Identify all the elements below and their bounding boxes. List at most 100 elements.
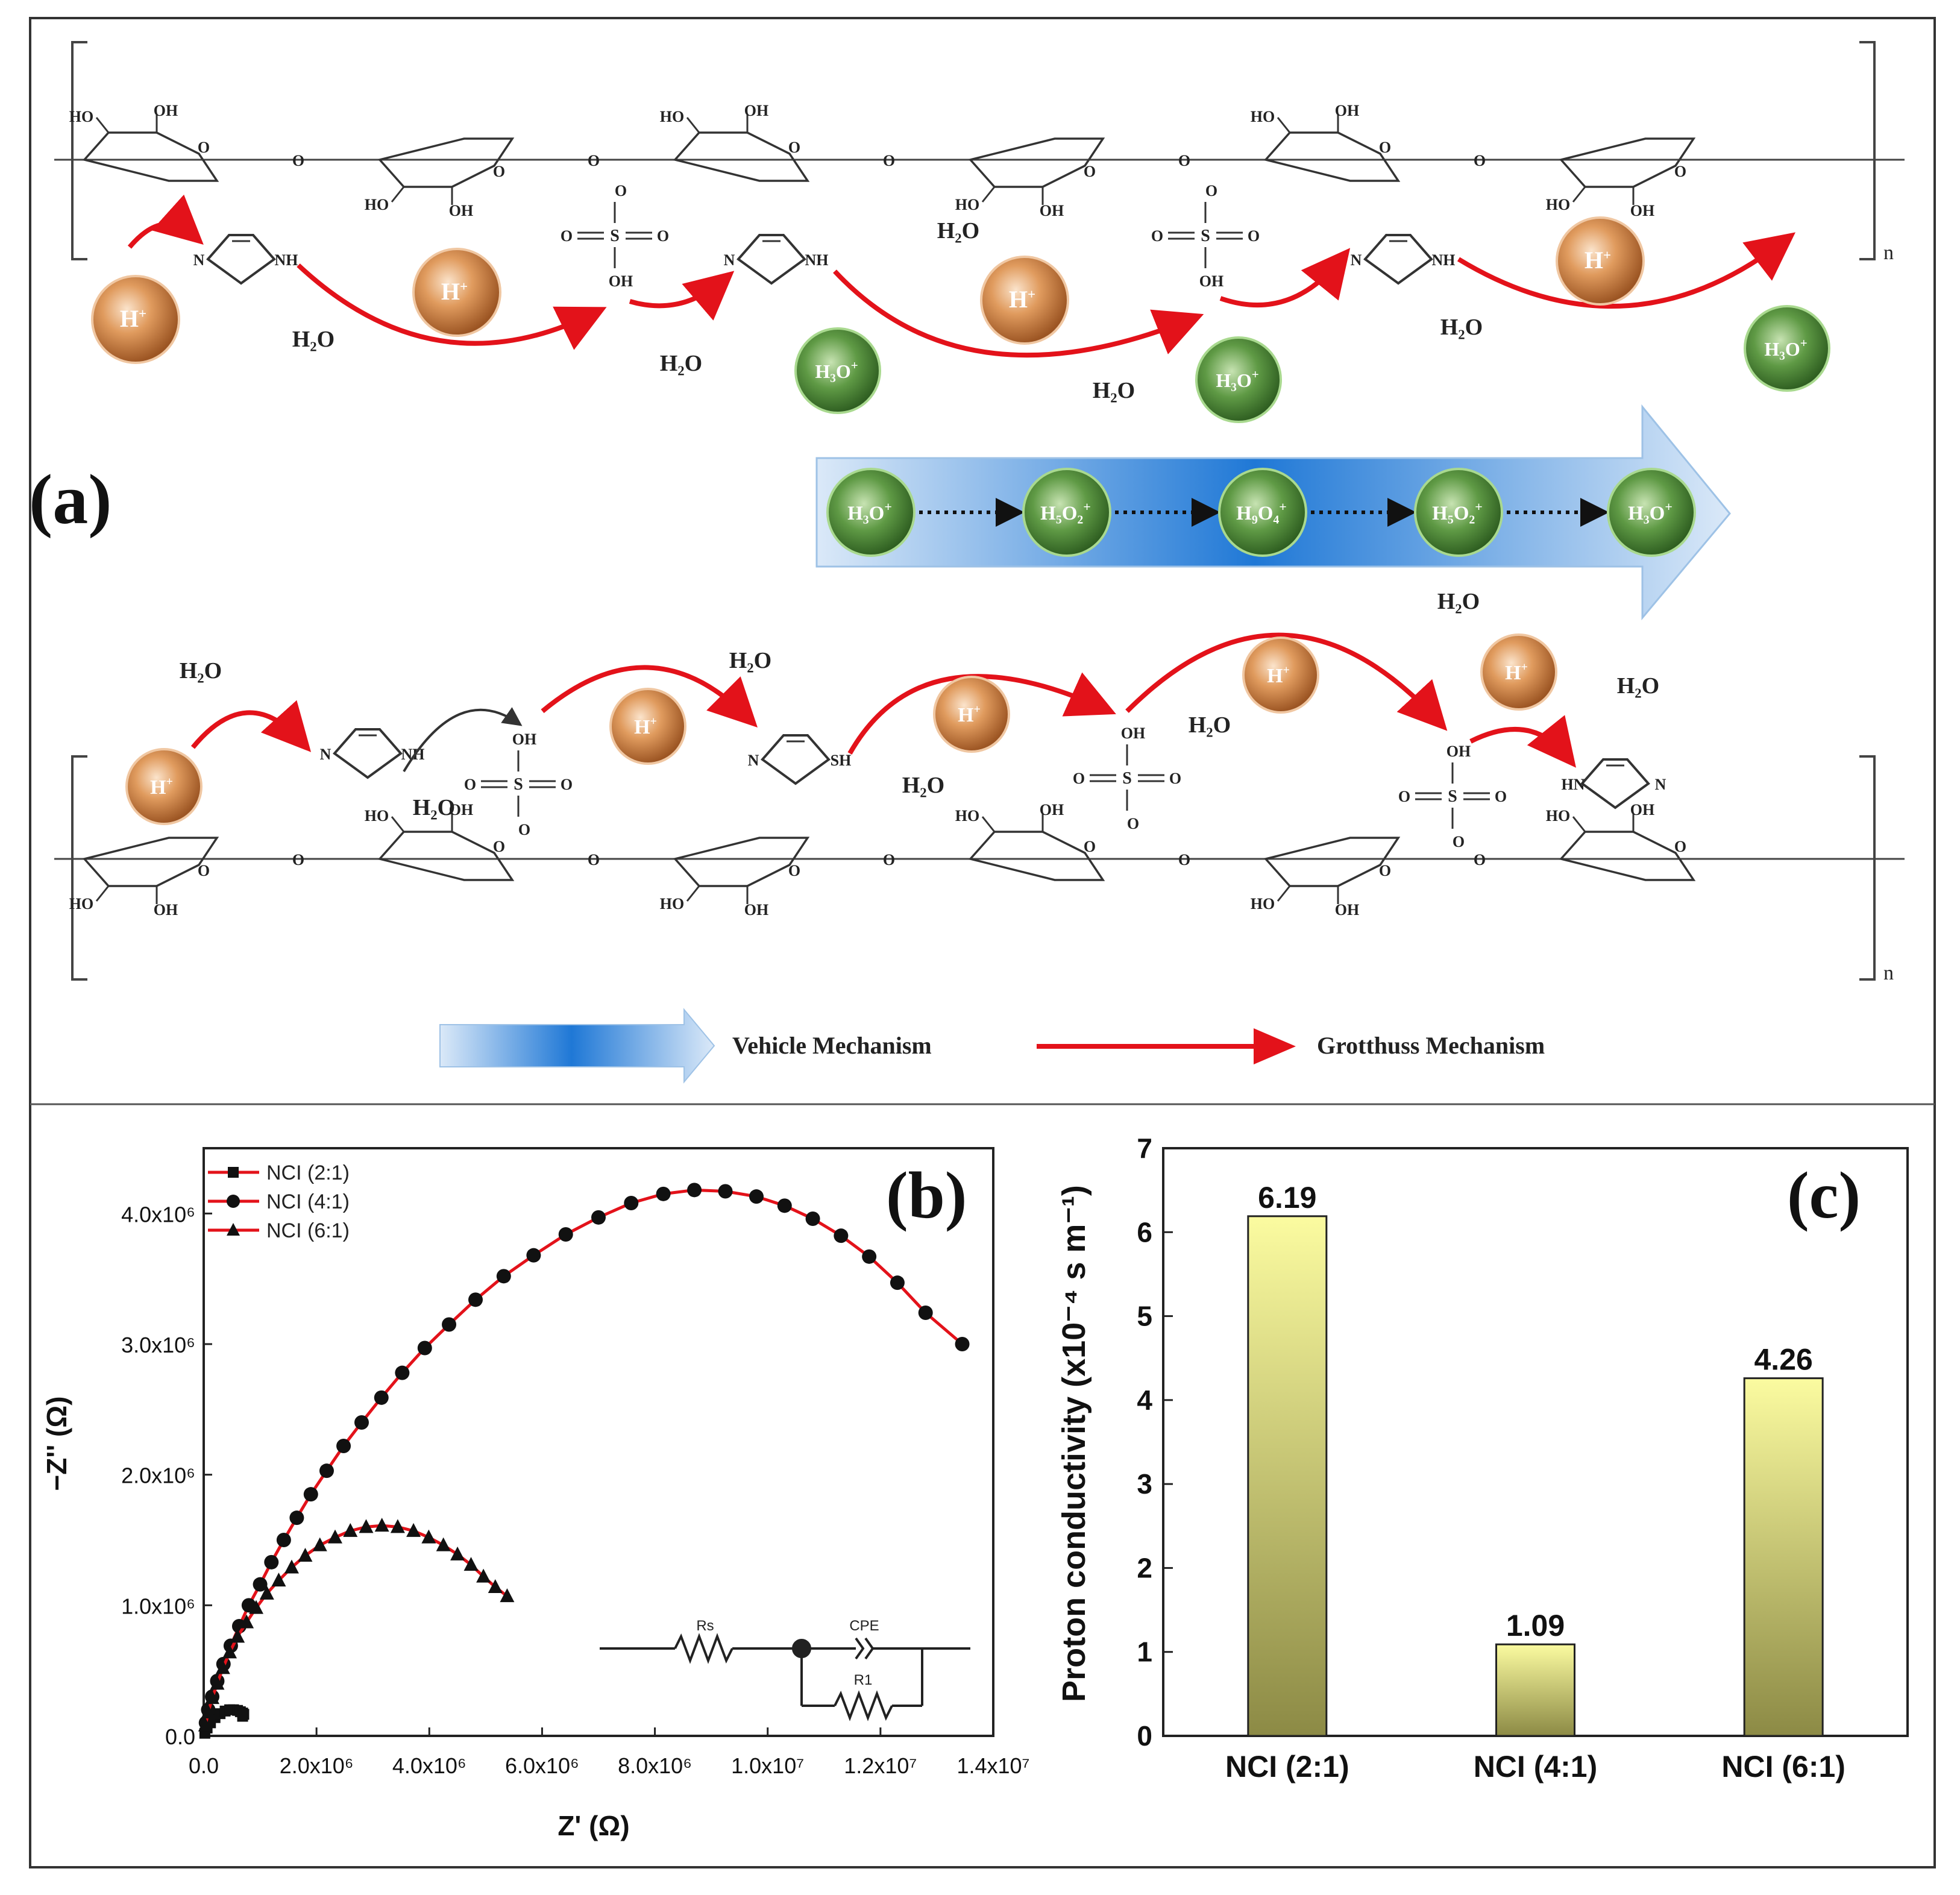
y-tick-label: 5	[1137, 1301, 1152, 1332]
ester-oxygen: O	[1205, 182, 1217, 200]
imidazole-nitrogen: NH	[805, 251, 829, 269]
panel-c-bars: 6.191.094.26	[1247, 1181, 1824, 1737]
bottom-grey-transfer-arrow	[403, 707, 523, 773]
hydronium-label: H₃O+	[1764, 336, 1807, 360]
x-tick-label: 6.0x10⁶	[505, 1753, 579, 1778]
y-tick-label: 3.0x10⁶	[121, 1333, 195, 1357]
hydronium-sphere: H₃O+	[826, 468, 916, 557]
circuit-r1-label: R1	[854, 1672, 873, 1688]
y-tick-label: 0	[1137, 1720, 1152, 1752]
data-point-triangle	[436, 1537, 451, 1551]
top-hydroxyl-label: OH	[154, 102, 178, 119]
proton-sphere: H+	[980, 256, 1069, 345]
x-category-label: NCI (2:1)	[1225, 1750, 1349, 1783]
water-label: H₂O	[660, 351, 703, 376]
data-point-triangle	[198, 1717, 213, 1732]
data-point-circle	[749, 1189, 764, 1204]
y-tick-label: 3	[1137, 1468, 1152, 1500]
acid-hydroxyl: OH	[1446, 743, 1471, 760]
imidazole-nitrogen: N	[748, 752, 759, 769]
water-label: H₂O	[1617, 673, 1660, 699]
imidazole-nitrogen: NH	[275, 251, 298, 269]
water-label: H₂O	[1189, 712, 1231, 738]
data-point-circle	[656, 1186, 671, 1201]
data-point-triangle	[450, 1546, 465, 1560]
ester-oxygen: O	[615, 182, 627, 200]
y-tick-label: 4.0x10⁶	[121, 1202, 195, 1227]
top-ring-oxygen: O	[788, 139, 800, 156]
bottom-hydroxyl-label: HO	[1251, 895, 1275, 913]
sulfonyl-oxygen: O	[1495, 788, 1507, 805]
fit-line-1	[204, 1188, 964, 1723]
sulfur-atom: S	[1448, 787, 1457, 806]
bottom-hydroxyl-label: OH	[1335, 901, 1359, 919]
data-point-circle	[354, 1415, 369, 1430]
y-tick-label: 1.0x10⁶	[121, 1594, 195, 1618]
hydronium-label: H₃O+	[815, 358, 858, 382]
data-point-circle	[834, 1228, 849, 1243]
bottom-hydroxyl-label: HO	[955, 807, 979, 825]
proton-sphere: H+	[609, 688, 686, 765]
bottom-hydroxyl-label: HO	[69, 895, 93, 913]
imidazole-nitrogen: HN	[1562, 776, 1585, 793]
sulfonyl-oxygen: O	[561, 227, 573, 245]
data-point-circle	[395, 1365, 410, 1380]
proton-label: H+	[150, 775, 173, 799]
water-label: H₂O	[413, 795, 456, 820]
top-ring-oxygen: O	[493, 163, 505, 180]
hydronium-sphere: H₃O+	[1195, 336, 1282, 423]
data-point-circle	[276, 1533, 291, 1547]
data-point-triangle	[374, 1518, 389, 1532]
bottom-chain-brackets	[71, 755, 1876, 981]
data-point-circle	[918, 1306, 933, 1320]
panel-b-ylabel: −Z'' (Ω)	[41, 1396, 72, 1491]
data-point-circle	[253, 1577, 268, 1592]
x-category-label: NCI (6:1)	[1721, 1750, 1845, 1783]
data-point-circle	[442, 1317, 457, 1332]
bar-1	[1495, 1643, 1575, 1737]
bottom-hydroxyl-label: HO	[660, 895, 684, 913]
data-point-triangle	[406, 1523, 421, 1537]
bottom-hydroxyl-label: HO	[365, 807, 389, 825]
data-point-circle	[336, 1439, 351, 1453]
data-point-circle	[687, 1183, 702, 1198]
ester-oxygen: O	[518, 821, 530, 838]
y-tick-label: 6	[1137, 1216, 1152, 1248]
proton-sphere: H+	[412, 248, 501, 337]
proton-label: H+	[1585, 247, 1611, 274]
data-point-circle	[289, 1510, 304, 1526]
proton-label: H+	[1505, 661, 1528, 684]
acid-hydroxyl: OH	[1121, 724, 1145, 742]
data-point-circle	[319, 1463, 334, 1479]
proton-sphere: H+	[1556, 216, 1645, 306]
bottom-ring-oxygen: O	[1674, 838, 1686, 855]
data-point-triangle	[476, 1568, 491, 1583]
panel-b-data	[198, 1183, 970, 1739]
data-point-triangle	[271, 1573, 286, 1587]
bottom-ring-oxygen: O	[493, 838, 505, 855]
top-hydroxyl-label: HO	[1251, 108, 1275, 125]
data-point-triangle	[421, 1529, 436, 1544]
sulfur-atom: S	[1201, 227, 1210, 245]
bar-2	[1743, 1377, 1824, 1737]
data-point-triangle	[312, 1537, 327, 1551]
bottom-hydroxyl-label: HO	[1546, 807, 1570, 825]
top-ring-oxygen: O	[1084, 163, 1096, 180]
top-hydroxyl-label: OH	[744, 102, 768, 119]
bottom-hydroxyl-label: OH	[1630, 801, 1654, 819]
data-point-triangle	[210, 1676, 225, 1690]
x-category-label: NCI (4:1)	[1474, 1750, 1598, 1783]
y-tick-label: 2.0x10⁶	[121, 1463, 195, 1488]
bottom-ring-oxygen: O	[198, 862, 210, 879]
data-point-circle	[526, 1248, 541, 1263]
panel-c-ylabel: Proton conductivity (x10⁻⁴ s m⁻¹)	[1056, 1185, 1092, 1702]
water-label: H₂O	[937, 218, 980, 244]
